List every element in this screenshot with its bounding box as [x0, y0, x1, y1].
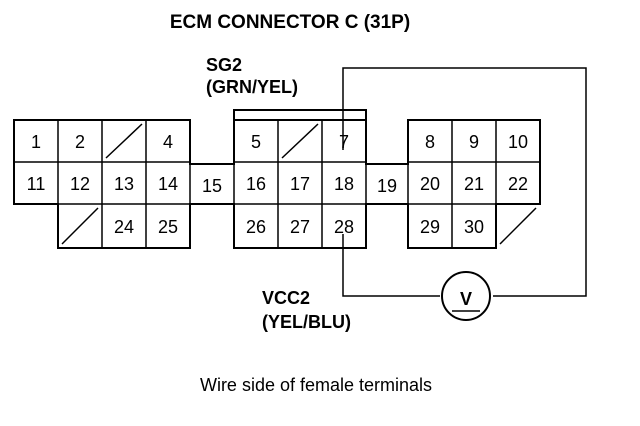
- unused-terminal-slot: [105, 123, 143, 159]
- vcc2-probe-wire: [342, 234, 440, 297]
- terminal-28: 28: [334, 217, 354, 237]
- terminal-2: 2: [75, 132, 85, 152]
- terminal-17: 17: [290, 174, 310, 194]
- terminal-16: 16: [246, 174, 266, 194]
- terminal-10: 10: [508, 132, 528, 152]
- terminal-11: 11: [27, 174, 46, 194]
- terminal-12: 12: [70, 174, 90, 194]
- diagram-caption: Wire side of female terminals: [200, 375, 432, 395]
- terminal-grid: [14, 120, 540, 248]
- sg2-label: SG2: [206, 55, 242, 75]
- connector-housing: [13, 119, 541, 249]
- test-wiring: [342, 67, 587, 297]
- terminal-18: 18: [334, 174, 354, 194]
- vcc2-label: VCC2: [262, 288, 310, 308]
- terminal-30: 30: [464, 217, 484, 237]
- terminal-27: 27: [290, 217, 310, 237]
- terminal-19: 19: [377, 176, 397, 196]
- terminal-4: 4: [163, 132, 173, 152]
- terminal-21: 21: [464, 174, 484, 194]
- terminal-22: 22: [508, 174, 528, 194]
- terminal-1: 1: [31, 132, 41, 152]
- unused-terminal-slot: [281, 123, 319, 159]
- unused-terminal-slot: [61, 207, 99, 245]
- unused-terminal-slot: [499, 207, 537, 245]
- terminal-20: 20: [420, 174, 440, 194]
- terminal-29: 29: [420, 217, 440, 237]
- terminal-13: 13: [114, 174, 134, 194]
- terminal-5: 5: [251, 132, 261, 152]
- terminal-24: 24: [114, 217, 134, 237]
- terminal-7: 7: [339, 132, 349, 152]
- terminal-15: 15: [202, 176, 222, 196]
- terminal-9: 9: [469, 132, 479, 152]
- terminal-26: 26: [246, 217, 266, 237]
- connector-outline: [13, 109, 541, 249]
- voltmeter-icon: V: [441, 271, 491, 321]
- voltmeter-symbol: V: [460, 289, 472, 309]
- terminal-14: 14: [158, 174, 178, 194]
- vcc2-wire-color: (YEL/BLU): [262, 312, 351, 332]
- sg2-wire-color: (GRN/YEL): [206, 77, 298, 97]
- lock-tab: [233, 109, 367, 121]
- diagram-title: ECM CONNECTOR C (31P): [170, 12, 410, 33]
- terminal-25: 25: [158, 217, 178, 237]
- sg2-probe-wire: [342, 67, 587, 297]
- terminal-8: 8: [425, 132, 435, 152]
